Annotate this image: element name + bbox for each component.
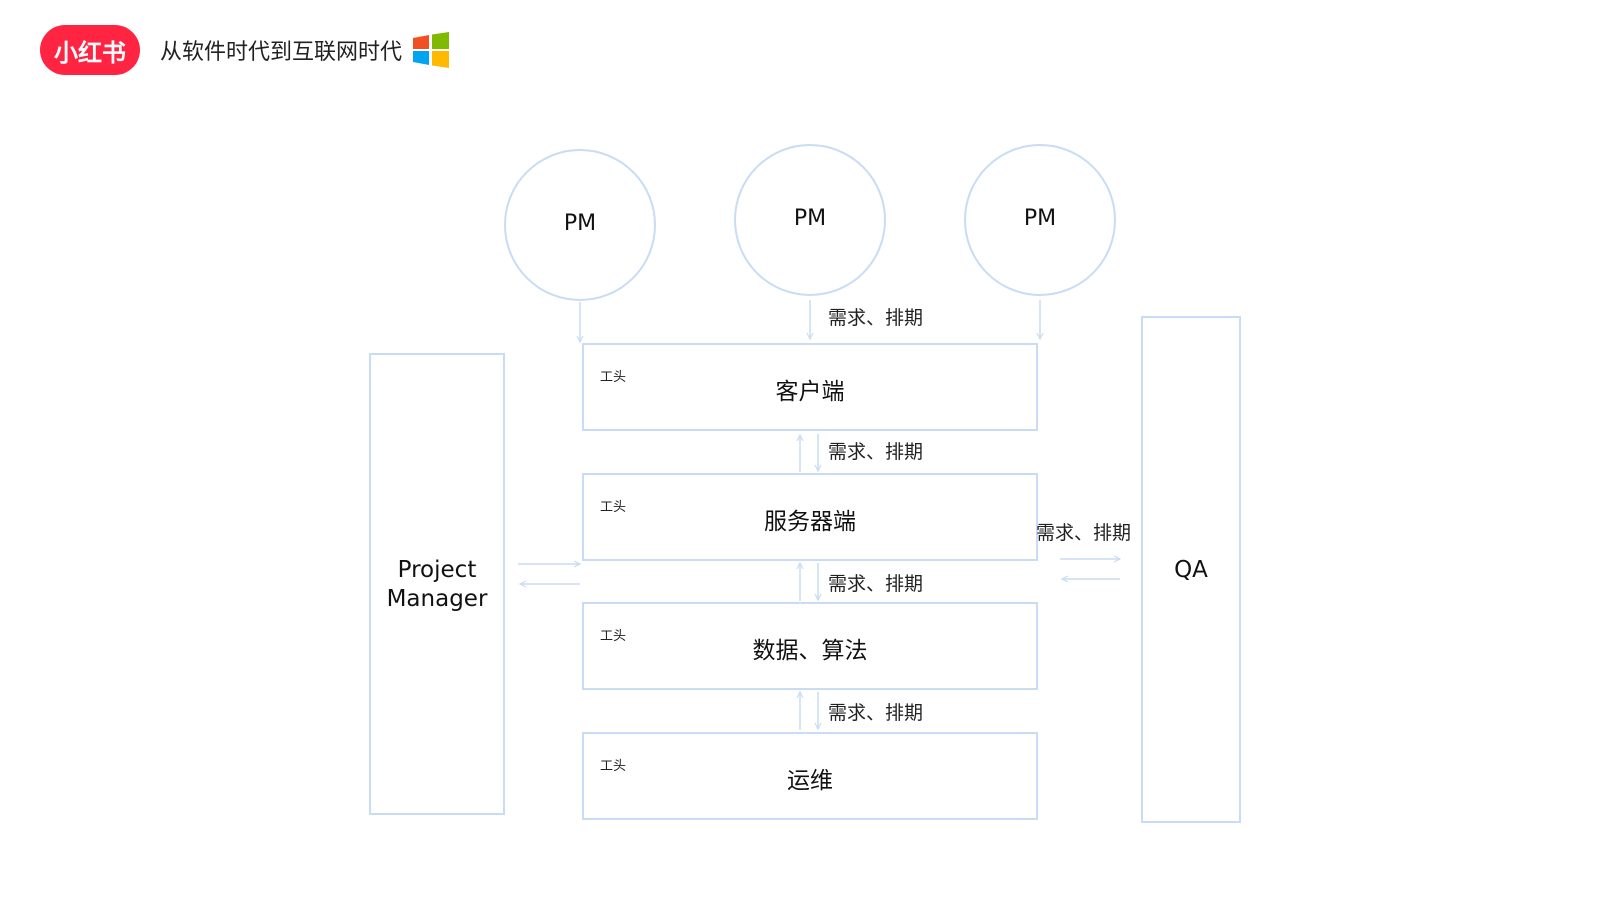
- edge-label-pm-client: 需求、排期: [828, 307, 924, 329]
- layer-lead-ops: 工头: [600, 759, 627, 774]
- layer-lead-server: 工头: [600, 500, 627, 515]
- edge-label-qa: 需求、排期: [1036, 522, 1132, 544]
- layer-box-ops: [582, 732, 1038, 820]
- pm-node-3-label: PM: [1023, 206, 1057, 231]
- project-manager-label: Project Manager: [386, 557, 488, 612]
- page-title: 从软件时代到互联网时代: [160, 40, 403, 65]
- qa-label: QA: [1174, 557, 1208, 583]
- edge-label-server-data: 需求、排期: [828, 573, 924, 595]
- qa-box: [1141, 316, 1241, 823]
- pm-node-2-label: PM: [793, 206, 827, 231]
- layer-box-client: [582, 343, 1038, 431]
- project-manager-box: [369, 353, 505, 815]
- layer-lead-data: 工头: [600, 629, 627, 644]
- layer-name-data: 数据、算法: [752, 638, 868, 664]
- brand-logo: 小红书: [40, 25, 140, 75]
- layer-box-data: [582, 602, 1038, 690]
- layer-name-server: 服务器端: [764, 509, 856, 535]
- windows-logo-icon: [413, 32, 450, 68]
- layer-name-client: 客户端: [775, 379, 845, 405]
- pm-node-3: [964, 144, 1116, 296]
- edge-label-data-ops: 需求、排期: [828, 702, 924, 724]
- layer-lead-client: 工头: [600, 370, 627, 385]
- pm-node-2: [734, 144, 886, 296]
- edge-label-client-server: 需求、排期: [828, 441, 924, 463]
- pm-node-1: [504, 149, 656, 301]
- brand-logo-text: 小红书: [54, 38, 126, 67]
- header: 小红书 从软件时代到互联网时代: [40, 24, 450, 76]
- pm-node-1-label: PM: [563, 211, 597, 236]
- layer-name-ops: 运维: [787, 768, 833, 794]
- layer-box-server: [582, 473, 1038, 561]
